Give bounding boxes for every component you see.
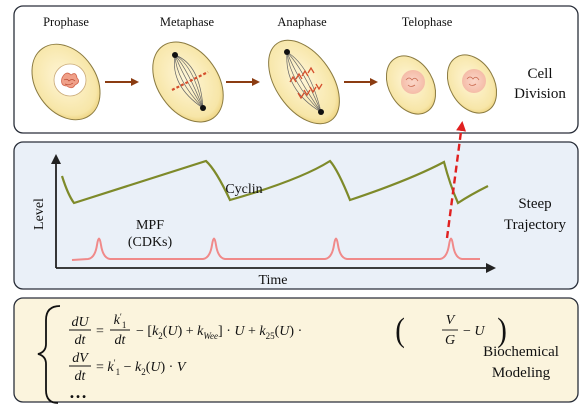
anaphase-cell-icon [268,39,340,125]
svg-text:V: V [446,313,456,328]
y-axis-label: Level [32,198,47,230]
svg-text:dt: dt [115,333,127,348]
mpf-curve [71,237,480,261]
trajectory-panel: Level Time Cyclin MPF (CDKs) Steep Traje… [13,141,579,290]
phase-label-telophase: Telophase [402,15,453,29]
svg-text:k′1: k′1 [114,312,127,330]
telophase-cell-pair-icon [385,54,498,115]
metaphase-cell-icon [152,41,224,123]
cell-division-label-line2: Division [514,86,566,102]
svg-text:− U: − U [463,324,485,339]
x-axis-label: Time [258,273,287,288]
phase-label-anaphase: Anaphase [277,15,327,29]
phase-label-metaphase: Metaphase [160,15,215,29]
modeling-frame [13,297,579,403]
svg-text:G: G [445,333,455,348]
cyclin-curve [60,159,489,205]
prophase-cell-icon [31,43,101,121]
modeling-label-line2: Modeling [492,365,551,381]
trajectory-frame [13,141,579,290]
series-label-mpf-sub: (CDKs) [128,235,173,250]
equation-du-dt: dU dt = k′1 dt − [k2(U) + kWee] · U + k2… [69,311,507,349]
svg-text:=: = [96,324,104,339]
svg-text:): ) [497,311,507,349]
svg-text:dt: dt [75,333,87,348]
phase-label-prophase: Prophase [43,15,89,29]
svg-text:(: ( [395,311,405,349]
svg-text:dV: dV [72,351,89,366]
svg-text:− [k2(U) + kWee] · U + k25(U): − [k2(U) + kWee] · U + k25(U) · [136,324,302,341]
cell-division-label-line1: Cell [528,66,553,82]
series-label-mpf: MPF [136,218,164,233]
trajectory-label-line1: Steep [518,196,551,212]
svg-text:dU: dU [71,315,89,330]
trajectory-label-line2: Trajectory [504,217,566,233]
series-label-cyclin: Cyclin [225,182,262,197]
equation-brace [37,305,61,404]
modeling-panel: dU dt = k′1 dt − [k2(U) + kWee] · U + k2… [13,297,579,404]
equation-ellipsis: … [69,382,87,402]
svg-text:dt: dt [75,369,87,384]
dashed-link-arrow-icon [445,121,467,239]
cell-division-panel: Prophase Metaphase Anaphase Telophase [13,5,579,134]
modeling-label-line1: Biochemical [483,344,559,360]
